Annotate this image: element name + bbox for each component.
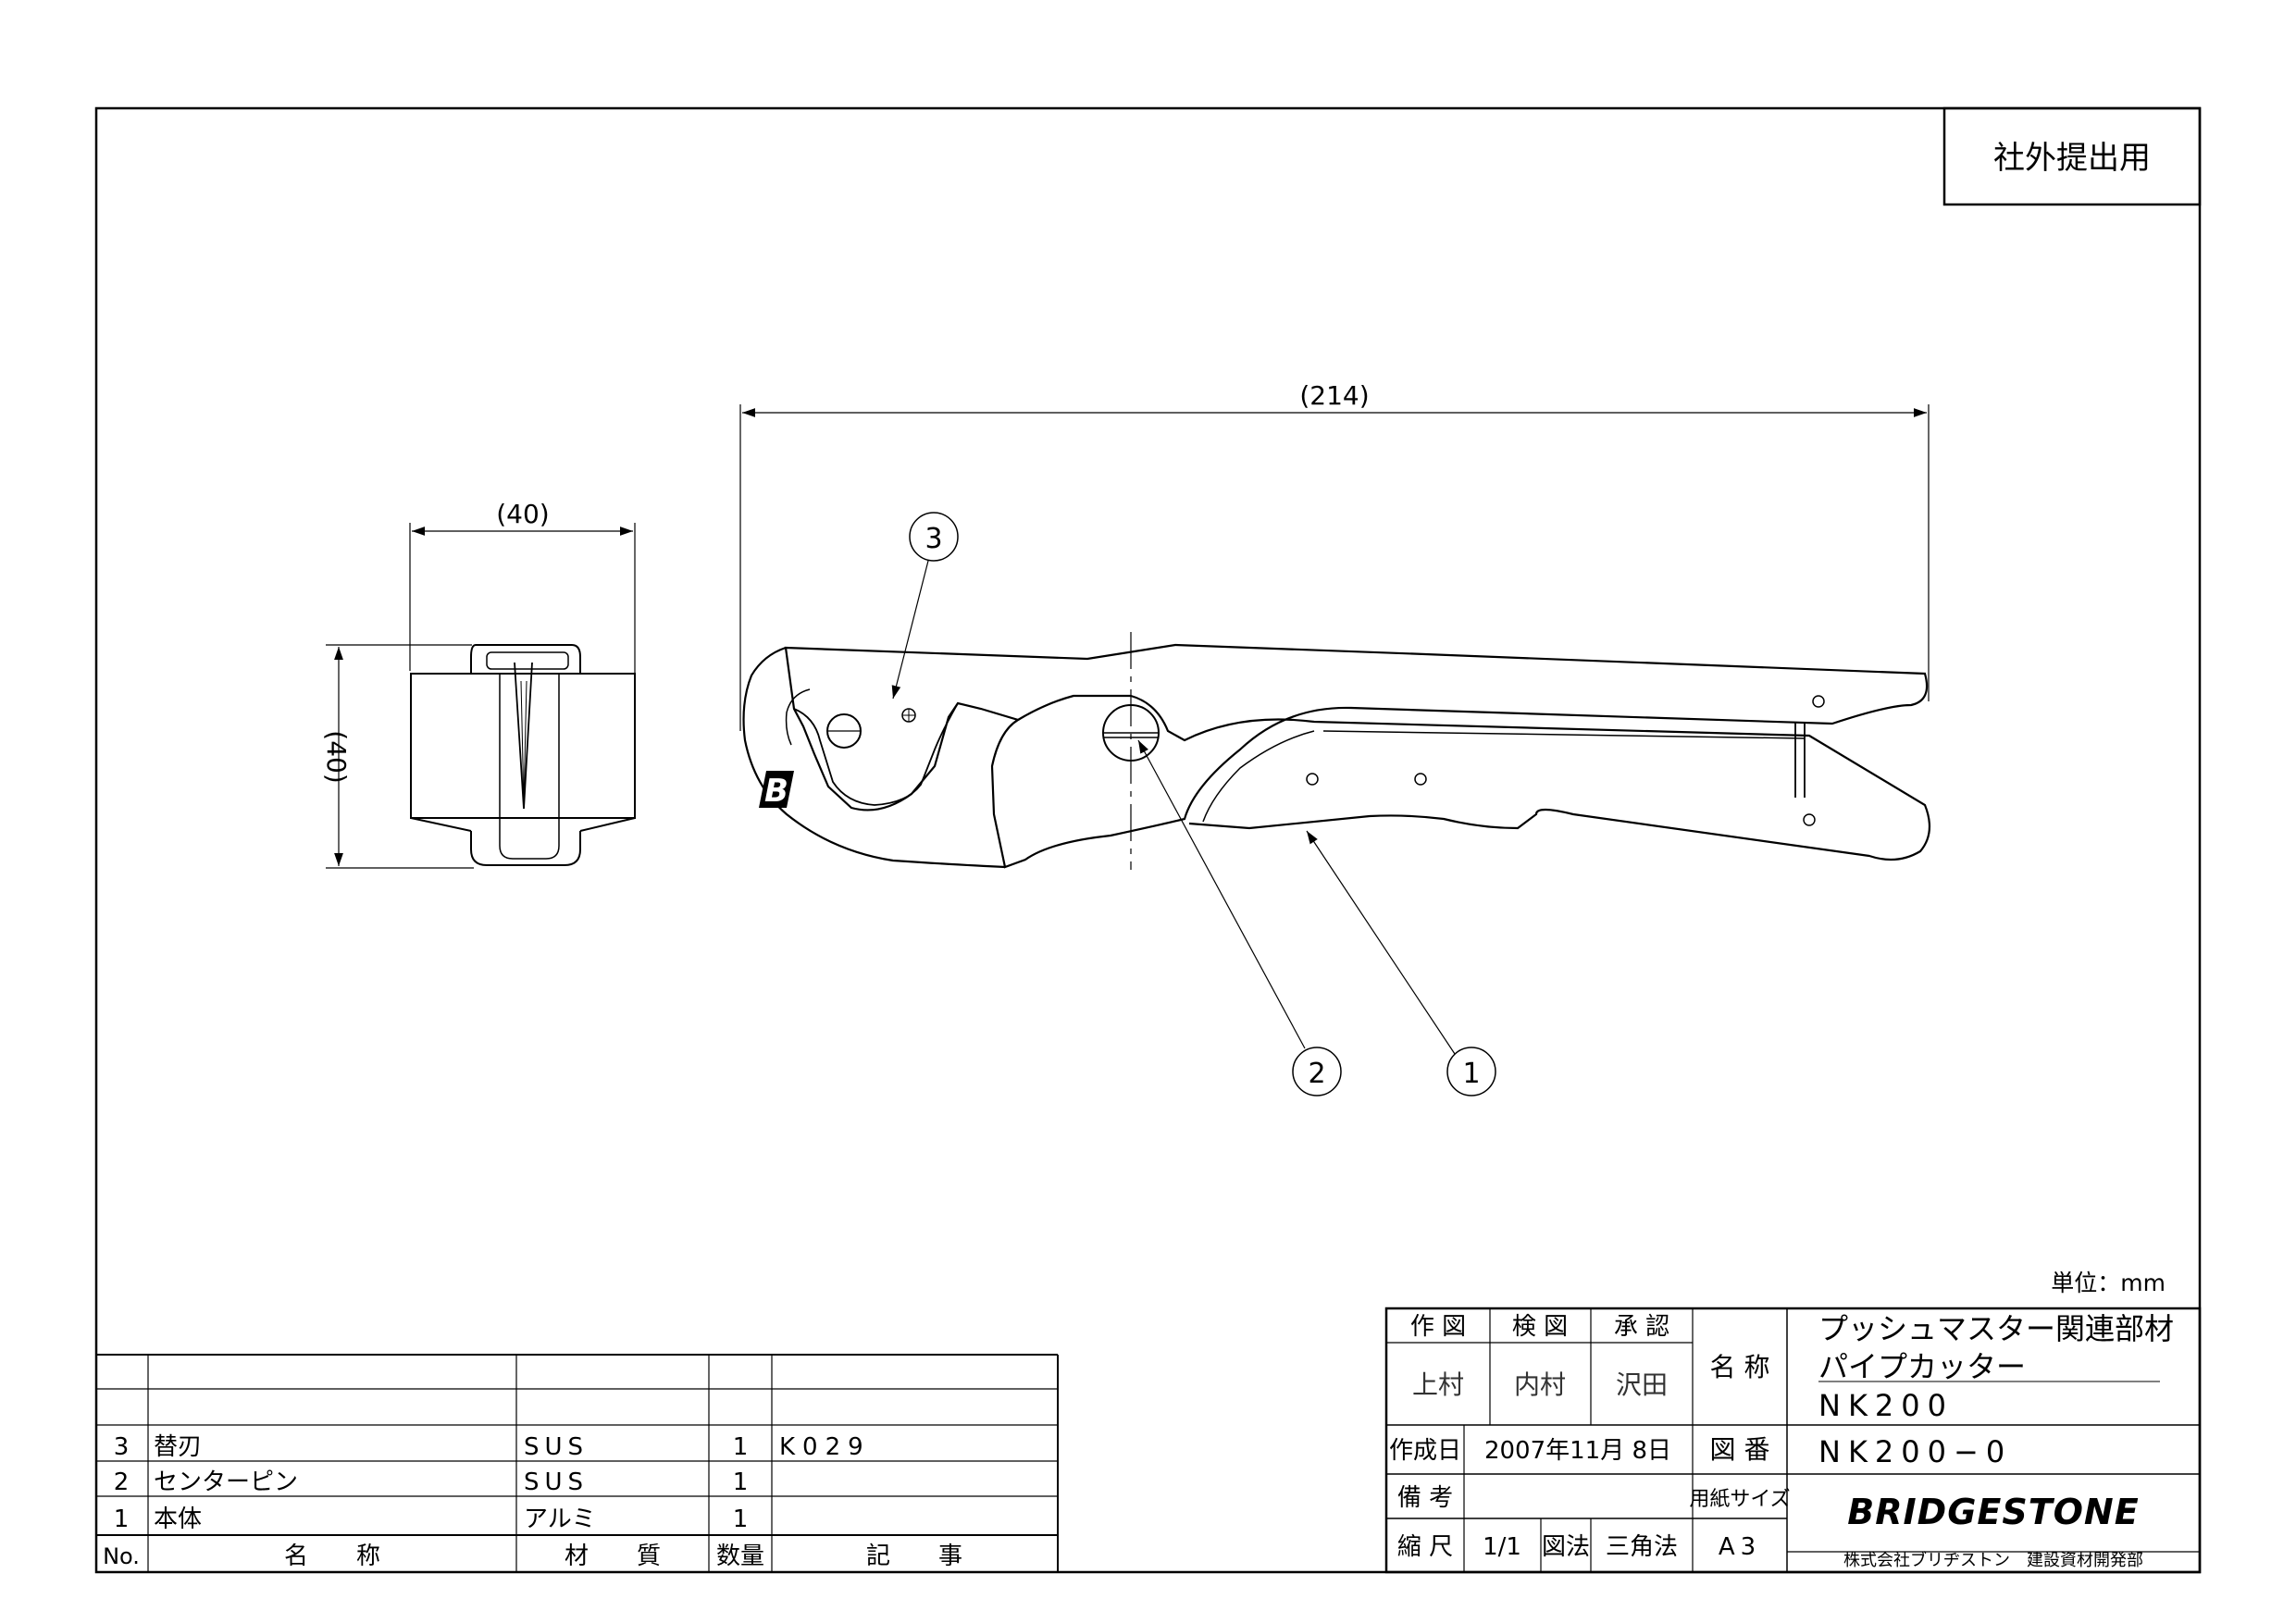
balloon-2: 2 — [1137, 739, 1342, 1096]
svg-text:材 質: 材 質 — [565, 1542, 661, 1570]
length-dimension-label: (214) — [1299, 380, 1369, 411]
balloon-3: 3 — [891, 512, 959, 700]
projection-label: 図法 — [1542, 1533, 1590, 1561]
svg-text:数量: 数量 — [716, 1542, 764, 1570]
drawn-by: 上村 — [1412, 1369, 1464, 1400]
b-logo-icon — [759, 771, 794, 808]
svg-text:2: 2 — [114, 1468, 130, 1496]
paper-size-value: A3 — [1719, 1533, 1761, 1561]
svg-text:名 称: 名 称 — [284, 1542, 380, 1570]
svg-text:3: 3 — [925, 523, 942, 555]
checked-by: 内村 — [1514, 1369, 1566, 1400]
width-dimension-label: (40) — [496, 499, 549, 529]
svg-text:1: 1 — [733, 1505, 749, 1533]
title-block: 作 図 検 図 承 認 上村 内村 沢田 名 称 プッシュマスター関連部材 パイ… — [1384, 1307, 2202, 1574]
date-value: 2007年11月 8日 — [1484, 1437, 1671, 1465]
svg-text:3: 3 — [114, 1433, 130, 1461]
name-label: 名 称 — [1710, 1352, 1770, 1382]
approved-label: 承 認 — [1614, 1313, 1669, 1341]
svg-text:SUS: SUS — [524, 1433, 589, 1461]
svg-text:記 事: 記 事 — [866, 1542, 962, 1570]
company-name: 株式会社ブリヂストン 建設資材開発部 — [1843, 1550, 2143, 1570]
side-view: (40) (40) — [321, 499, 636, 869]
drawing-border — [94, 106, 2202, 1574]
parts-list: 3 替刃 SUS 1 K029 2 センターピン SUS 1 1 本体 アルミ … — [96, 1354, 1059, 1572]
stamp-box: 社外提出用 — [1942, 106, 2202, 206]
jaw-nose — [742, 646, 1006, 869]
svg-text:2: 2 — [1308, 1058, 1325, 1090]
svg-text:センターピン: センターピン — [154, 1468, 298, 1496]
scale-label: 縮 尺 — [1397, 1533, 1453, 1561]
paper-size-label: 用紙サイズ — [1689, 1488, 1790, 1511]
remarks-label: 備 考 — [1397, 1484, 1453, 1512]
product-category: プッシュマスター関連部材 — [1818, 1311, 2174, 1346]
balloon-1: 1 — [1306, 830, 1496, 1096]
height-dimension-label: (40) — [321, 730, 352, 783]
lower-handle — [1017, 694, 1931, 861]
checked-label: 検 図 — [1512, 1313, 1568, 1341]
parts-row: 1 本体 アルミ 1 — [114, 1505, 749, 1533]
product-name: パイプカッター — [1818, 1349, 2026, 1384]
svg-text:SUS: SUS — [524, 1468, 589, 1496]
upper-jaw-handle — [784, 643, 1929, 869]
svg-text:1: 1 — [114, 1505, 130, 1533]
bridgestone-logo: BRIDGESTONE — [1847, 1492, 2139, 1532]
svg-text:アルミ: アルミ — [524, 1505, 596, 1533]
svg-text:1: 1 — [1462, 1058, 1480, 1090]
svg-text:K029: K029 — [779, 1433, 871, 1461]
svg-text:替刃: 替刃 — [154, 1433, 202, 1461]
front-view: (214) B — [739, 380, 1931, 1096]
svg-text:1: 1 — [733, 1433, 749, 1461]
drawn-label: 作 図 — [1410, 1313, 1466, 1341]
approved-by: 沢田 — [1616, 1369, 1668, 1400]
blade-edge — [793, 702, 959, 806]
svg-text:1: 1 — [733, 1468, 749, 1496]
svg-text:No.: No. — [103, 1543, 140, 1569]
drawing-number-label: 図 番 — [1710, 1434, 1770, 1465]
product-model: NK200 — [1818, 1388, 1954, 1423]
projection-value: 三角法 — [1606, 1533, 1678, 1561]
drawing-number: NK200−0 — [1818, 1434, 2012, 1469]
svg-text:本体: 本体 — [154, 1505, 202, 1533]
parts-row: 2 センターピン SUS 1 — [114, 1468, 749, 1496]
parts-row: 3 替刃 SUS 1 K029 — [114, 1433, 871, 1461]
stamp-label: 社外提出用 — [1993, 140, 2151, 177]
b-logo-letter: B — [764, 773, 788, 810]
scale-value: 1/1 — [1483, 1533, 1521, 1561]
date-label: 作成日 — [1389, 1437, 1461, 1465]
unit-label: 単位：mm — [2051, 1270, 2166, 1296]
parts-header: No. 名 称 材 質 数量 記 事 — [103, 1542, 962, 1570]
